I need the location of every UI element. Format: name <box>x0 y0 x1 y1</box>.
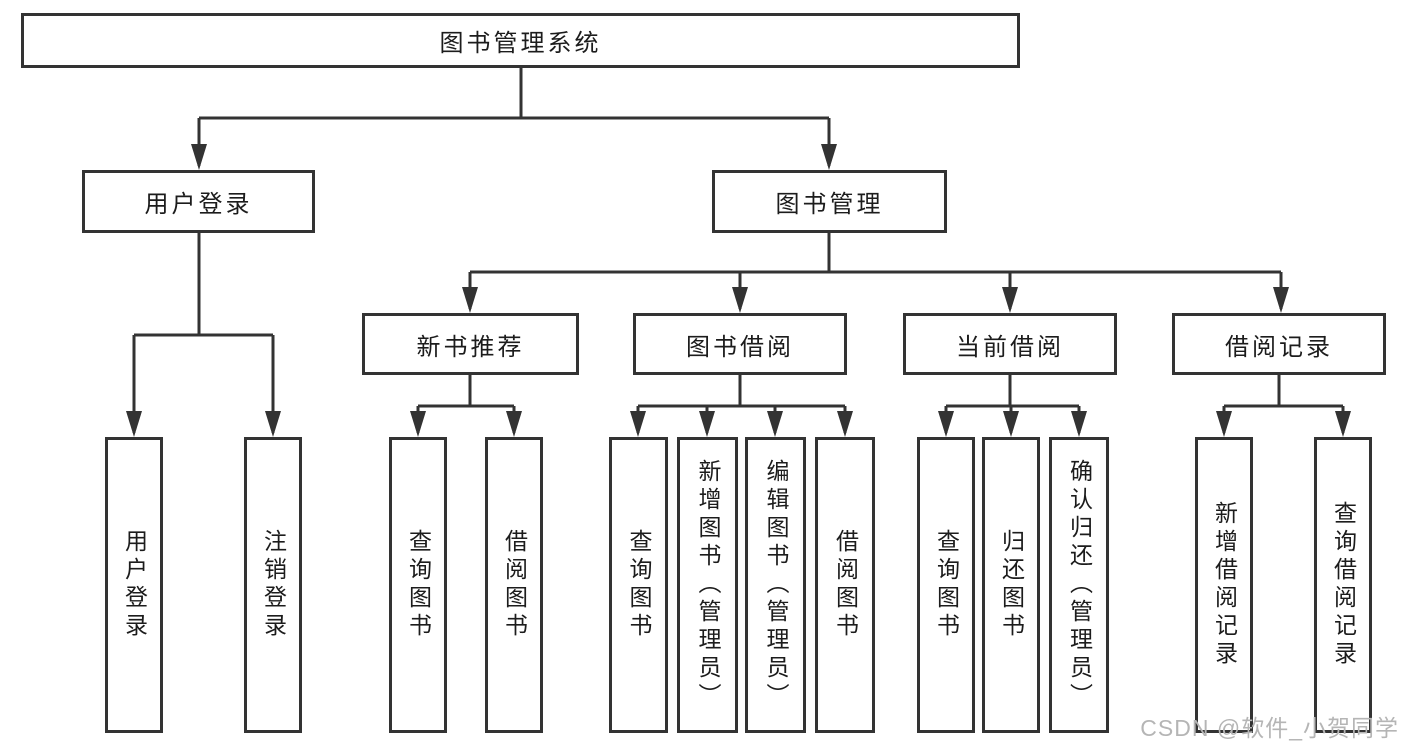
leaf-br-query-record-label: 查询借阅记录 <box>1330 501 1357 669</box>
node-root-label: 图书管理系统 <box>439 30 602 57</box>
leaf-logout-login: 注销登录 <box>244 437 302 733</box>
leaf-nbr-query-books: 查询图书 <box>389 437 447 733</box>
node-book-borrow: 图书借阅 <box>633 313 847 375</box>
leaf-user-login: 用户登录 <box>105 437 163 733</box>
leaf-bb-edit-books: 编辑图书（管理员） <box>745 437 806 733</box>
leaf-user-login-label: 用户登录 <box>121 529 148 641</box>
leaf-br-query-record: 查询借阅记录 <box>1314 437 1372 733</box>
node-book-borrow-label: 图书借阅 <box>686 333 794 361</box>
node-user-login-label: 用户登录 <box>144 191 253 218</box>
node-new-book-recommend-label: 新书推荐 <box>416 333 525 361</box>
node-current-borrow-label: 当前借阅 <box>956 333 1064 361</box>
leaf-bb-add-books: 新增图书（管理员） <box>677 437 738 733</box>
leaf-bb-add-books-label: 新增图书（管理员） <box>695 459 721 711</box>
node-book-management-label: 图书管理 <box>775 191 884 218</box>
leaf-bb-borrow-books: 借阅图书 <box>815 437 875 733</box>
leaf-br-add-record-label: 新增借阅记录 <box>1211 501 1238 669</box>
leaf-cb-confirm-return: 确认归还（管理员） <box>1049 437 1109 733</box>
leaf-bb-query-books: 查询图书 <box>609 437 668 733</box>
leaf-cb-query-books: 查询图书 <box>917 437 975 733</box>
node-new-book-recommend: 新书推荐 <box>362 313 579 375</box>
leaf-cb-query-books-label: 查询图书 <box>933 529 960 641</box>
leaf-cb-return-books-label: 归还图书 <box>998 529 1025 641</box>
leaf-cb-confirm-return-label: 确认归还（管理员） <box>1066 459 1093 711</box>
csdn-watermark: CSDN @软件_小贺同学 <box>1140 715 1399 741</box>
leaf-bb-edit-books-label: 编辑图书（管理员） <box>763 459 789 711</box>
node-user-login: 用户登录 <box>82 170 315 233</box>
leaf-br-add-record: 新增借阅记录 <box>1195 437 1253 733</box>
leaf-bb-borrow-books-label: 借阅图书 <box>832 529 859 641</box>
node-book-management: 图书管理 <box>712 170 947 233</box>
leaf-logout-login-label: 注销登录 <box>260 529 287 641</box>
node-root: 图书管理系统 <box>21 13 1020 68</box>
node-borrow-records-label: 借阅记录 <box>1225 333 1333 361</box>
leaf-nbr-query-books-label: 查询图书 <box>405 529 432 641</box>
leaf-nbr-borrow-books-label: 借阅图书 <box>501 529 528 641</box>
leaf-nbr-borrow-books: 借阅图书 <box>485 437 543 733</box>
node-borrow-records: 借阅记录 <box>1172 313 1386 375</box>
leaf-cb-return-books: 归还图书 <box>982 437 1040 733</box>
node-current-borrow: 当前借阅 <box>903 313 1117 375</box>
leaf-bb-query-books-label: 查询图书 <box>626 529 652 641</box>
